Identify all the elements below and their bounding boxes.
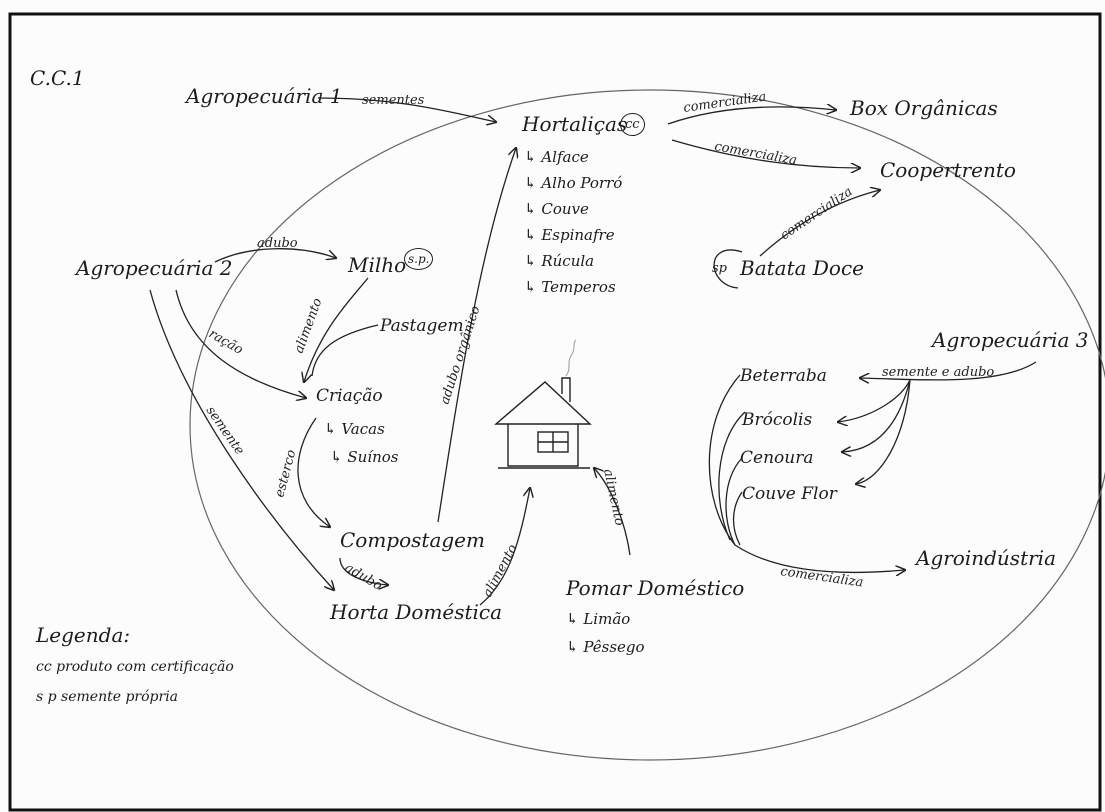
bracket-couveflor [732, 491, 743, 546]
node-box-organicas: Box Orgânicas [850, 96, 998, 120]
edge-label-semente: semente [203, 404, 247, 458]
page-border [8, 12, 1102, 812]
node-pastagem: Pastagem [380, 316, 464, 336]
node-milho: Milho [348, 253, 407, 277]
edge-criacao-compostagem [297, 417, 330, 527]
node-coopertrento: Coopertrento [880, 158, 1016, 182]
edge-label-adubo-compostagem: adubo [342, 560, 385, 593]
edge-agro3-brocolis [838, 379, 911, 422]
edge-label-sementes: sementes [362, 93, 425, 108]
node-beterraba: Beterraba [740, 366, 827, 386]
edge-label-adubo-milho: adubo [257, 236, 298, 251]
badge-sp-batata: sp [712, 261, 727, 276]
node-hortalicas: Hortaliças [522, 112, 628, 136]
sublist-hortalicas-item: ↳ Rúcula [524, 252, 595, 270]
edge-compostagem-hortalicas [437, 148, 516, 523]
edge-agro3-cenoura [842, 379, 911, 452]
badge-sp-milho: s.p. [404, 248, 434, 270]
bracket-brocolis [718, 411, 746, 541]
edge-agro3-couveflor [856, 379, 911, 484]
legend-item: s p semente própria [36, 689, 179, 705]
edge-label-alimento-horta: alimento [480, 542, 520, 600]
node-horta-domestica: Horta Doméstica [330, 600, 503, 624]
node-agropecuaria-2: Agropecuária 2 [76, 256, 233, 280]
node-agropecuaria-3: Agropecuária 3 [932, 328, 1089, 352]
edge-label-comercializa-box: comercializa [682, 89, 767, 115]
sublist-hortalicas-item: ↳ Espinafre [524, 226, 615, 244]
node-pomar-domestico: Pomar Doméstico [566, 576, 745, 600]
edge-agro3-beterraba [860, 361, 1037, 380]
edge-hortalicas-coopertrento [671, 139, 860, 168]
edge-label-comercializa-coop: comercializa [713, 139, 798, 168]
sublist-criacao-item: ↳ Suínos [330, 448, 399, 466]
edge-label-comercializa-agroindustria: comercializa [779, 564, 864, 590]
sublist-pomar-item: ↳ Pêssego [566, 638, 645, 656]
edge-label-semente-adubo: semente e adubo [882, 365, 994, 380]
house-icon [494, 339, 592, 469]
sublist-hortalicas-item: ↳ Temperos [524, 278, 616, 296]
edge-horta-house [479, 488, 530, 606]
edge-pastagem-criacao [311, 324, 379, 377]
bracket-cenoura [725, 457, 743, 546]
node-agropecuaria-1: Agropecuária 1 [186, 84, 343, 108]
edge-label-alimento-pomar: alimento [600, 468, 627, 528]
node-agroindustria: Agroindústria [916, 546, 1056, 570]
sublist-hortalicas-item: ↳ Alho Porró [524, 174, 623, 192]
edge-hortalicas-box [667, 107, 836, 125]
node-couve-flor: Couve Flor [742, 484, 837, 504]
node-batata-doce: Batata Doce [740, 256, 865, 280]
edge-label-esterco: esterco [272, 448, 299, 499]
edge-agro1-hortalicas [317, 97, 496, 122]
edge-batata-coopertrento [759, 190, 880, 257]
edge-pomar-house [594, 468, 631, 556]
diagram-title: C.C.1 [30, 66, 85, 90]
batata-seed-loop [713, 249, 743, 289]
sublist-hortalicas-item: ↳ Couve [524, 200, 589, 218]
legend-item: cc produto com certificação [36, 659, 234, 675]
edge-compostagem-horta [339, 557, 388, 585]
sublist-criacao-item: ↳ Vacas [324, 420, 385, 438]
edge-agro2-horta [149, 289, 334, 590]
legend-title: Legenda: [36, 623, 131, 647]
system-boundary-circle [189, 89, 1105, 761]
edge-milho-criacao [304, 277, 369, 382]
sublist-hortalicas-item: ↳ Alface [524, 148, 589, 166]
edge-agro2-criacao [175, 289, 306, 398]
badge-cc: cc [620, 113, 645, 136]
node-cenoura: Cenoura [740, 448, 814, 468]
node-compostagem: Compostagem [340, 528, 485, 552]
node-brocolis: Brócolis [742, 410, 813, 430]
edge-agro2-milho [214, 248, 336, 263]
sublist-pomar-item: ↳ Limão [566, 610, 631, 628]
node-criacao: Criação [316, 386, 383, 406]
edge-label-comercializa-batata: comercializa [778, 184, 856, 243]
edge-label-alimento-milho: alimento [292, 296, 326, 355]
edge-label-racao: ração [206, 326, 246, 357]
